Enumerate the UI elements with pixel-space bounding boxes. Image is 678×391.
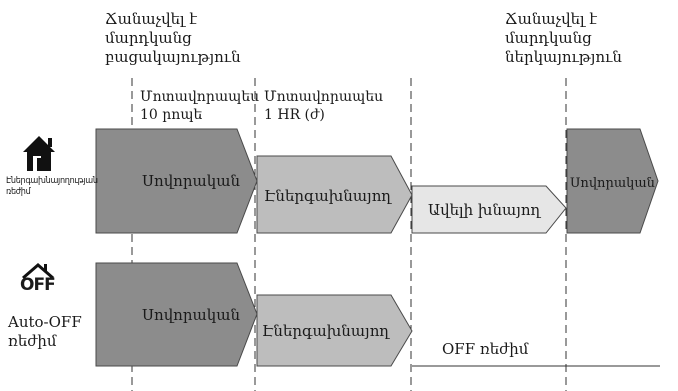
row1-stage4-arrow: [566, 128, 659, 234]
row1-label: Էներգախնայողության ռեժիմ: [6, 176, 98, 197]
row1-stage1-label: Սովորական: [142, 172, 240, 190]
off-house-icon: [22, 263, 54, 280]
house-icon: [23, 136, 55, 171]
absence-detected-label: Ճանաչվել է մարդկանց բացակայություն: [105, 10, 241, 66]
row2-label-line2: ռեժիմ: [8, 332, 57, 350]
row1-stage3-label: Ավելի խնայող: [428, 201, 541, 219]
row1-stage4-label: Սովորական: [570, 176, 655, 191]
presence-detected-label: Ճանաչվել է մարդկանց ներկայություն: [505, 10, 622, 66]
row2-label-line1: Auto-OFF: [8, 313, 82, 331]
row2-stage1-arrow: [95, 262, 258, 367]
duration-1hr-label: Մոտավորապես 1 HR (ժ): [264, 89, 384, 123]
row2-stage1-label: Սովորական: [142, 306, 240, 324]
row1-stage2-arrow: [256, 155, 413, 234]
off-icon-text: OFF: [20, 275, 56, 295]
row2-stage2-label: Էներգախնայող: [262, 322, 389, 340]
row1-stage1-arrow: [95, 128, 258, 234]
row1-stage2-label: Էներգախնայող: [264, 187, 391, 205]
row1-stage3-arrow: [411, 185, 567, 234]
row2-stage2-arrow: [256, 294, 413, 367]
row2-off-mode-label: OFF ռեժիմ: [442, 340, 529, 358]
duration-10min-label: Մոտավորապես 10 րոպե: [140, 89, 260, 123]
